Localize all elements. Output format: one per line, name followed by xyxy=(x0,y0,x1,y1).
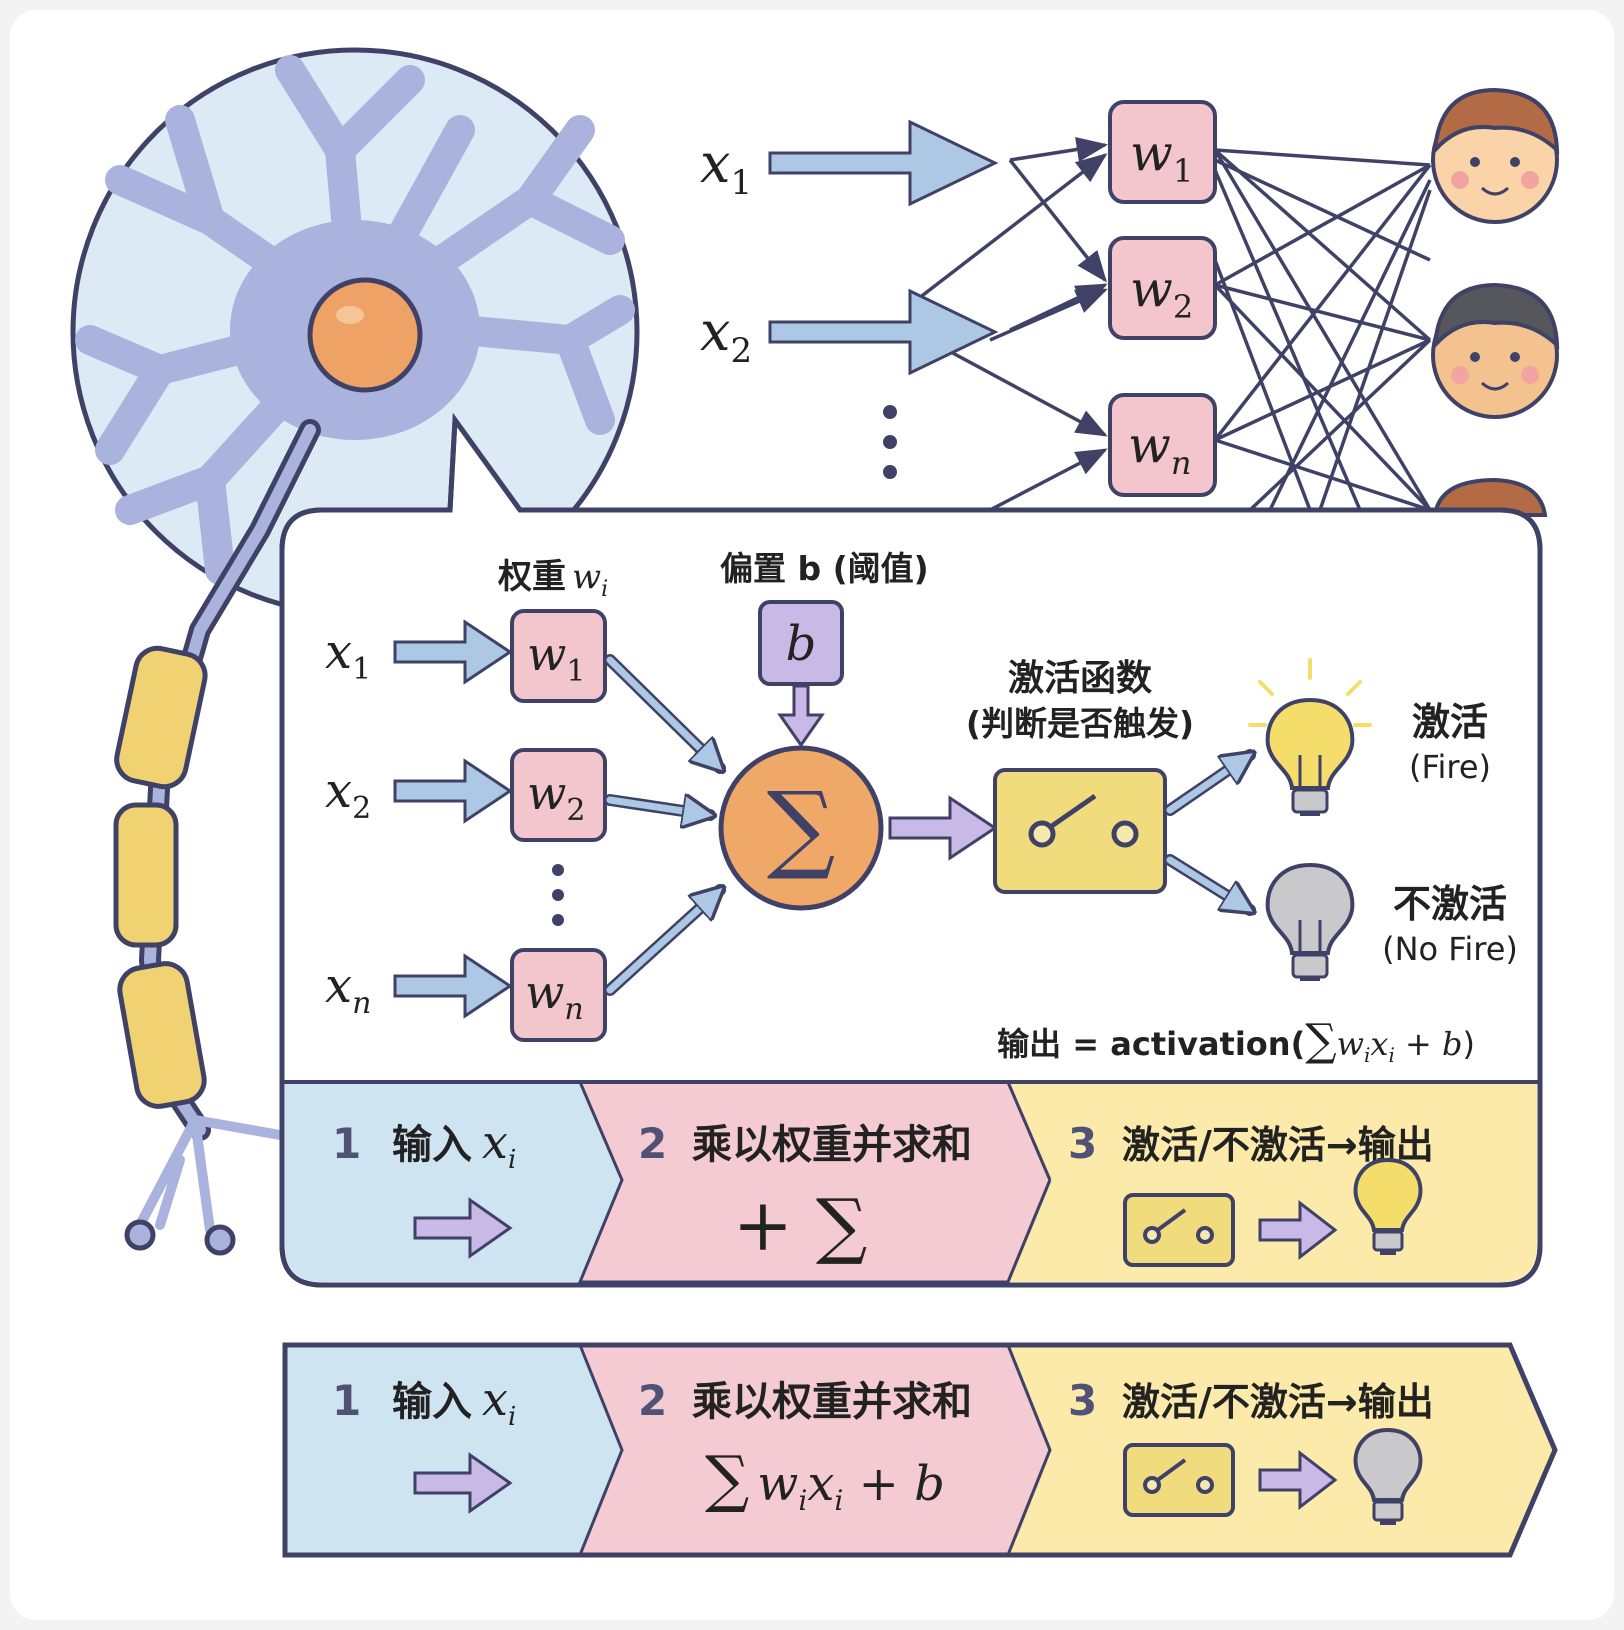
model-weight-box-1 xyxy=(510,609,607,703)
fire-branch-arrow xyxy=(1166,755,1250,814)
step-row-2-step-3-label: 激活/不激活→输出 xyxy=(1122,1380,1434,1424)
network-weight-box-n xyxy=(1108,393,1217,497)
lightbulb-on-icon xyxy=(1248,658,1372,816)
step-3-switch-icon xyxy=(1123,1193,1235,1267)
step-row-2-switch-icon xyxy=(1123,1443,1235,1517)
network-diagram: x1 x2 w1 w2 wn xyxy=(700,87,1560,517)
model-input-x2: x2 xyxy=(325,763,371,826)
myelin-sheath-2 xyxy=(113,802,179,948)
model-weights: w1 w2 wn xyxy=(510,609,607,1042)
network-input-x1: x1 xyxy=(700,132,752,203)
model-input-arrow-1 xyxy=(393,619,513,685)
step-2-number: 2 xyxy=(638,1119,667,1168)
network-weight-box-2 xyxy=(1108,236,1217,340)
fire-sublabel: (Fire) xyxy=(1409,748,1491,786)
model-weight-w1: w1 xyxy=(527,627,585,689)
activation-title: 激活函数 xyxy=(1008,658,1152,699)
step-1-number: 1 xyxy=(332,1119,361,1168)
axon-terminals xyxy=(135,1115,285,1235)
nucleus xyxy=(307,277,423,393)
nofire-sublabel: (No Fire) xyxy=(1382,930,1518,968)
network-ellipsis xyxy=(883,405,897,479)
person-face-icon-2 xyxy=(1431,282,1560,419)
step-row-2-step-2-number: 2 xyxy=(638,1376,667,1425)
step-row-2-step-3-number: 3 xyxy=(1068,1376,1097,1425)
step-1-arrow xyxy=(413,1197,513,1259)
network-weight-wn: wn xyxy=(1128,416,1191,482)
step-3-lightbulb-on-icon xyxy=(1353,1157,1423,1255)
network-connection-lines xyxy=(908,136,1432,512)
model-weight-w2: w2 xyxy=(527,766,585,828)
sum-node xyxy=(718,745,884,911)
person-face-icon-1 xyxy=(1431,87,1560,224)
diagram-canvas: x1 x2 w1 w2 wn xyxy=(10,10,1614,1620)
switch-icon xyxy=(1028,793,1139,848)
neuron-diagram: x1 x2 w1 w2 wn xyxy=(70,47,1560,1558)
network-input-arrow-2 xyxy=(768,288,999,376)
model-weights-ellipsis xyxy=(552,864,564,926)
sum-symbol: ∑ xyxy=(767,771,836,883)
bias-arrow xyxy=(777,684,825,748)
step-row-2-step-1-number: 1 xyxy=(332,1376,361,1425)
step-3-arrow xyxy=(1258,1199,1338,1261)
step-3-number: 3 xyxy=(1068,1119,1097,1168)
activation-switch-box xyxy=(993,768,1167,894)
network-input-x2: x2 xyxy=(700,300,752,371)
step-row-1 xyxy=(282,1080,1540,1284)
model-inputs: x1 x2 xn xyxy=(325,619,513,1021)
step-2-label: 乘以权重并求和 xyxy=(692,1122,972,1168)
model-input-xn: xn xyxy=(325,958,371,1021)
step-2-formula: + ∑ xyxy=(733,1183,868,1267)
model-weight-wn: wn xyxy=(525,965,584,1027)
step-row-2-step-1-bg xyxy=(285,1345,622,1555)
myelin-sheath-3 xyxy=(117,961,207,1109)
model-input-arrow-2 xyxy=(393,758,513,824)
step-1-panel-bg xyxy=(285,1082,622,1282)
step-row-2-lightbulb-off-icon xyxy=(1353,1427,1423,1525)
fire-label: 激活 xyxy=(1412,700,1488,744)
nofire-branch-arrow xyxy=(1166,856,1250,910)
network-input-arrow-1 xyxy=(768,119,999,207)
step-row-2-step-3-arrow xyxy=(1258,1449,1338,1511)
activation-subtitle: (判断是否触发) xyxy=(966,704,1194,743)
model-input-x1: x1 xyxy=(325,624,371,687)
output-formula: 输出 = activation(∑wixi + b) xyxy=(997,1015,1475,1067)
nofire-label: 不激活 xyxy=(1393,882,1507,926)
lightbulb-off-icon xyxy=(1265,862,1355,981)
model-input-arrow-n xyxy=(393,953,513,1019)
bias-heading: 偏置 b (阈值) xyxy=(720,549,929,588)
model-weight-box-2 xyxy=(510,748,607,842)
step-row-2-step-1-arrow xyxy=(413,1452,513,1514)
network-weight-w2: w2 xyxy=(1130,260,1193,326)
myelin-sheath-1 xyxy=(114,645,208,790)
biological-neuron xyxy=(70,47,640,1256)
model-weight-box-n xyxy=(510,948,607,1042)
bias-box xyxy=(758,600,844,686)
network-weight-box-1 xyxy=(1108,100,1217,204)
step-row-2-step-2-label: 乘以权重并求和 xyxy=(692,1379,972,1425)
step-3-panel-bg xyxy=(1008,1082,1537,1282)
network-weight-w1: w1 xyxy=(1130,124,1193,190)
sum-to-activation-arrow xyxy=(888,795,998,861)
step-row-2-step-2-formula: ∑wixi + b xyxy=(705,1442,945,1517)
bias-symbol: b xyxy=(786,616,817,672)
person-face-icon-3-partial xyxy=(1432,477,1548,517)
